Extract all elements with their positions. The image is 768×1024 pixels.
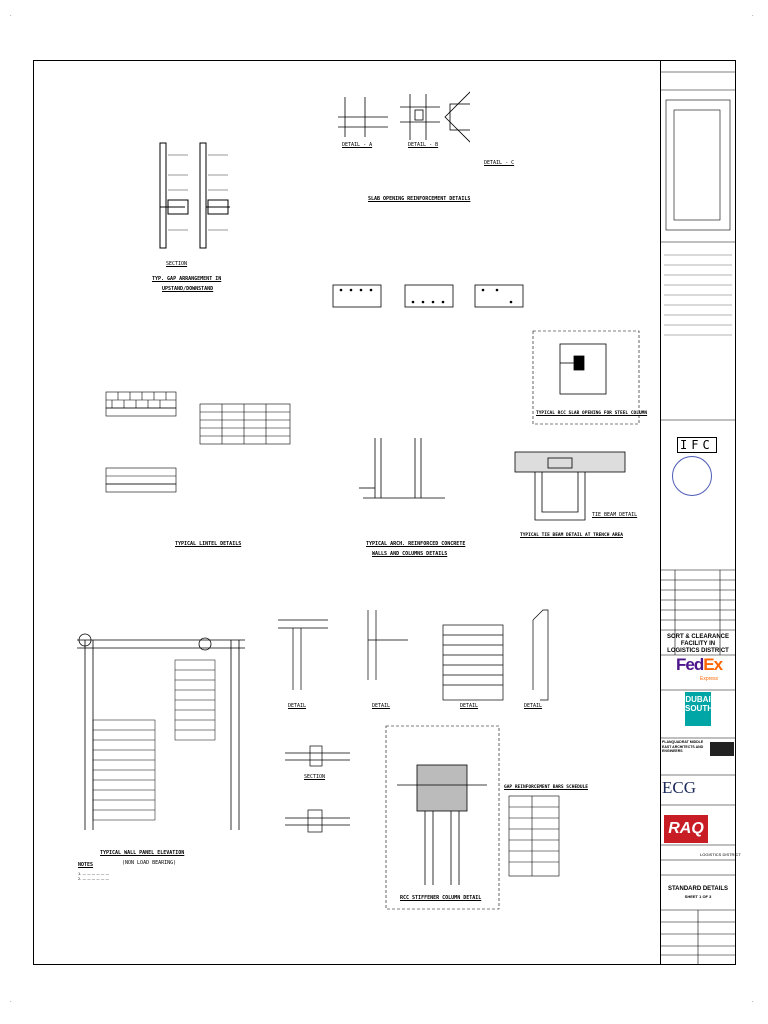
detail-label: DETAIL (372, 703, 391, 709)
section-details-drawing (285, 745, 350, 833)
gap-arrangement-subtitle: UPSTAND/DOWNSTAND (162, 286, 214, 292)
planquadrat-logo (710, 742, 734, 756)
dubai-south-logo: DUBAI SOUTH (685, 692, 713, 726)
concrete-walls-subtitle: WALLS AND COLUMNS DETAILS (372, 551, 448, 557)
detail-label: DETAIL (288, 703, 307, 709)
wall-details-drawing (278, 609, 549, 701)
lintel-drawing (105, 391, 291, 493)
detail-c-label: DETAIL - C (484, 160, 515, 166)
tie-beam-label: TIE BEAM DETAIL (592, 512, 638, 518)
drawing-frame (33, 60, 736, 965)
slab-opening-drawing (338, 91, 470, 143)
wall-panel-title: TYPICAL WALL PANEL ELEVATION (100, 850, 185, 856)
gap-schedule-title: GAP REINFORCEMENT BARS SCHEDULE (504, 785, 588, 790)
lintel-title: TYPICAL LINTEL DETAILS (175, 541, 242, 547)
title-block-grid (660, 71, 736, 965)
project-title-line1: SORT & CLEARANCE FACILITY IN (666, 634, 729, 647)
tie-beam-drawing (514, 451, 626, 521)
rcc-stiffener-title: RCC STIFFENER COLUMN DETAIL (400, 895, 482, 901)
slab-opening-title: SLAB OPENING REINFORCEMENT DETAILS (368, 196, 471, 202)
sheet-title-line2: SHEET 1 OF 3 (684, 894, 712, 899)
project-title: SORT & CLEARANCE FACILITY IN LOGISTICS D… (662, 634, 734, 655)
steel-column-title: TYPICAL RCC SLAB OPENING FOR STEEL COLUM… (536, 411, 648, 416)
approval-stamp (672, 456, 712, 496)
rcc-stiffener-drawing (385, 725, 500, 910)
section-label: SECTION (166, 261, 188, 267)
wall-panel-drawing (77, 633, 245, 830)
gap-arrangement-drawing (159, 142, 230, 249)
dubai-south-line2: SOUTH (685, 704, 713, 713)
concrete-walls-drawing (359, 438, 445, 499)
ifc-stamp-label: IFC (677, 437, 717, 453)
project-title-line2: LOGISTICS DISTRICT (667, 648, 729, 654)
raq-logo: RAQ (664, 815, 708, 843)
notes-label: NOTES (78, 862, 94, 868)
gap-arrangement-title: TYP. GAP ARRANGEMENT IN (152, 276, 222, 282)
steel-column-drawing (532, 330, 640, 425)
gap-schedule-table (508, 795, 560, 877)
detail-a-label: DETAIL - A (342, 142, 373, 148)
fedex-logo-fed: Fed (676, 655, 704, 674)
corner-mark: · (752, 999, 754, 1005)
detail-b-label: DETAIL - B (408, 142, 439, 148)
corner-mark: · (10, 13, 12, 19)
consultant-name: PLANQUADRAT MIDDLE EAST ARCHITECTS AND E… (662, 740, 704, 753)
corner-mark: · (10, 999, 12, 1005)
trench-title: TYPICAL TIE BEAM DETAIL AT TRENCH AREA (520, 533, 623, 538)
beam-details-drawing (332, 284, 524, 308)
title-block (660, 60, 736, 965)
wall-panel-subtitle: (NON LOAD BEARING) (122, 860, 177, 866)
ecg-logo: ECG (662, 778, 696, 797)
section-label: SECTION (304, 774, 326, 780)
logistics-label: LOGISTICS DISTRICT (700, 852, 741, 857)
fedex-logo: FedEx (676, 655, 723, 675)
concrete-walls-title: TYPICAL ARCH. REINFORCED CONCRETE (366, 541, 466, 547)
corner-mark: · (752, 13, 754, 19)
detail-label: DETAIL (524, 703, 543, 709)
sheet-title-line1: STANDARD DETAILS (667, 886, 729, 892)
fedex-express-label: Express (700, 676, 719, 682)
fedex-logo-ex: Ex (703, 655, 723, 674)
dubai-south-line1: DUBAI (685, 695, 711, 704)
detail-label: DETAIL (460, 703, 479, 709)
sheet-title: STANDARD DETAILS SHEET 1 OF 3 (662, 886, 734, 900)
notes-text: 1. — — — — — —2. — — — — — — (78, 872, 110, 881)
